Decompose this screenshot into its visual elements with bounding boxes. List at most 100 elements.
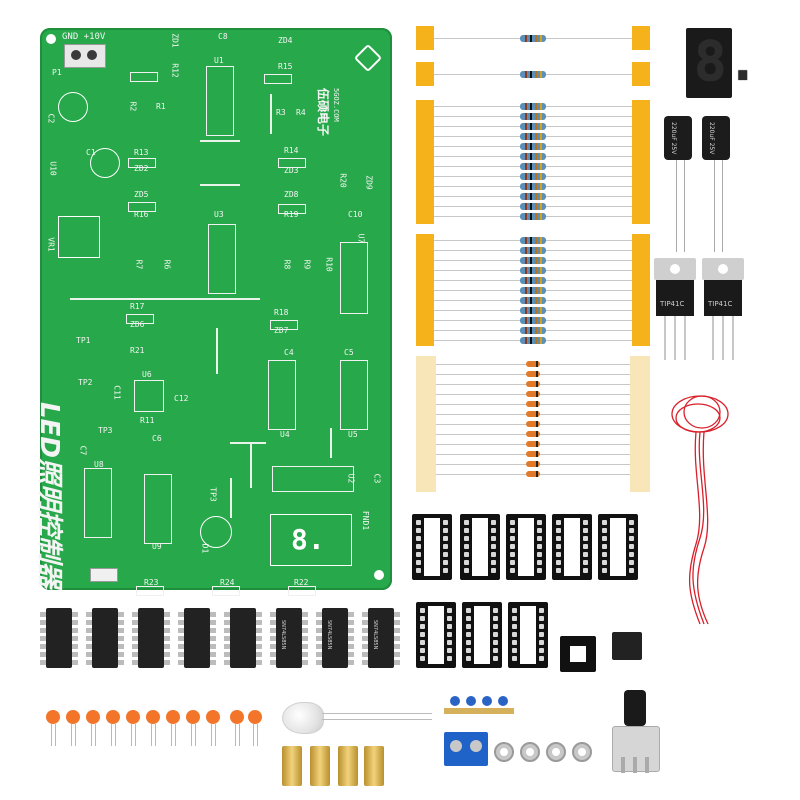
- socket-hole: [602, 536, 607, 541]
- blue-jumper: [450, 696, 460, 706]
- ic-pin: [270, 660, 276, 665]
- resistor: [520, 103, 546, 110]
- ic-pin: [40, 620, 46, 625]
- socket-hole: [493, 648, 498, 653]
- resistor: [520, 247, 546, 254]
- socket-hole: [556, 520, 561, 525]
- socket-window: [564, 518, 580, 576]
- socket-hole: [602, 560, 607, 565]
- resistor-footprint: [264, 74, 292, 84]
- socket-hole: [629, 560, 634, 565]
- transistor-tab: [654, 258, 696, 280]
- ic-pin: [302, 652, 308, 657]
- silk-label: C4: [284, 348, 294, 357]
- zener-diode: [526, 461, 540, 467]
- mount-hole: [46, 34, 56, 44]
- socket-hole: [602, 544, 607, 549]
- capacitor-lead: [239, 724, 240, 746]
- ic-pin: [224, 628, 230, 633]
- resistor: [520, 317, 546, 324]
- ic-pin: [224, 644, 230, 649]
- socket-hole: [464, 552, 469, 557]
- socket-hole: [583, 544, 588, 549]
- capacitor-lead: [676, 160, 677, 252]
- ic-pin: [132, 660, 138, 665]
- socket-hole: [416, 560, 421, 565]
- ic-pin: [256, 660, 262, 665]
- brass-standoff: [364, 746, 384, 786]
- resistor: [520, 153, 546, 160]
- socket-hole: [512, 656, 517, 661]
- silk-label: R23: [144, 578, 159, 587]
- tape-right: [632, 100, 650, 224]
- resistor: [520, 35, 546, 42]
- socket-hole: [491, 568, 496, 573]
- dip-ic: [316, 608, 354, 668]
- silk-label: R10: [324, 257, 334, 272]
- ic-pin: [118, 628, 124, 633]
- resistor: [520, 193, 546, 200]
- socket-hole: [420, 648, 425, 653]
- socket-hole: [466, 648, 471, 653]
- capacitor-lead: [71, 724, 72, 746]
- socket-hole: [556, 552, 561, 557]
- socket-hole: [493, 616, 498, 621]
- power-connector: [64, 44, 106, 68]
- socket-hole: [512, 608, 517, 613]
- ic-pin: [118, 660, 124, 665]
- ic-pin: [362, 660, 368, 665]
- socket-hole: [602, 520, 607, 525]
- capacitor-lead: [95, 724, 96, 746]
- ic-footprint-u7: [340, 242, 368, 314]
- dip-ic: [132, 608, 170, 668]
- ic-pin: [316, 628, 322, 633]
- ic-pin: [256, 612, 262, 617]
- socket-hole: [491, 528, 496, 533]
- socket-hole: [556, 544, 561, 549]
- resistor-footprint: [128, 158, 156, 168]
- socket-hole: [416, 528, 421, 533]
- ic-pin: [72, 652, 78, 657]
- ic-pin: [86, 628, 92, 633]
- socket-hole: [464, 536, 469, 541]
- pcb-board: GND +10V P1 C8 U1 ZD4 R15 ZD1 R12 R1 R2 …: [34, 28, 392, 596]
- silk-label: U8: [94, 460, 104, 469]
- silk-label: R16: [134, 210, 149, 219]
- ic-pin: [256, 620, 262, 625]
- pcb-trace: [200, 184, 240, 186]
- socket-hole: [629, 568, 634, 573]
- ic-socket-8pin: [560, 636, 596, 672]
- ic-pin: [210, 644, 216, 649]
- electrolytic-capacitor: 220uF 25V: [702, 116, 730, 160]
- pcb-trace: [70, 298, 260, 300]
- socket-hole: [420, 632, 425, 637]
- electrolytic-footprint-c1: [90, 148, 120, 178]
- silk-label: R21: [130, 346, 145, 355]
- socket-hole: [512, 640, 517, 645]
- ic-pin: [256, 628, 262, 633]
- ic-pin: [224, 612, 230, 617]
- socket-hole: [539, 616, 544, 621]
- ceramic-capacitor: [126, 710, 140, 724]
- ic-pin: [178, 636, 184, 641]
- ic-pin: [302, 612, 308, 617]
- blue-jumper: [482, 696, 492, 706]
- ic-pin: [348, 620, 354, 625]
- silk-label: ZD7: [274, 326, 289, 335]
- dip-ic: [86, 608, 124, 668]
- zener-diode: [526, 451, 540, 457]
- ic-pin: [210, 652, 216, 657]
- zener-diode: [526, 381, 540, 387]
- silk-label: R18: [274, 308, 289, 317]
- ic-pin: [210, 660, 216, 665]
- socket-hole: [629, 552, 634, 557]
- seven-segment-display: 8.: [686, 28, 759, 98]
- blue-jumper: [466, 696, 476, 706]
- tape-left: [416, 234, 434, 346]
- tape-right: [632, 26, 650, 50]
- silk-label: ZD1: [170, 33, 180, 48]
- capacitor-lead: [151, 724, 152, 746]
- ceramic-capacitor: [230, 710, 244, 724]
- electrolytic-footprint-c2: [58, 92, 88, 122]
